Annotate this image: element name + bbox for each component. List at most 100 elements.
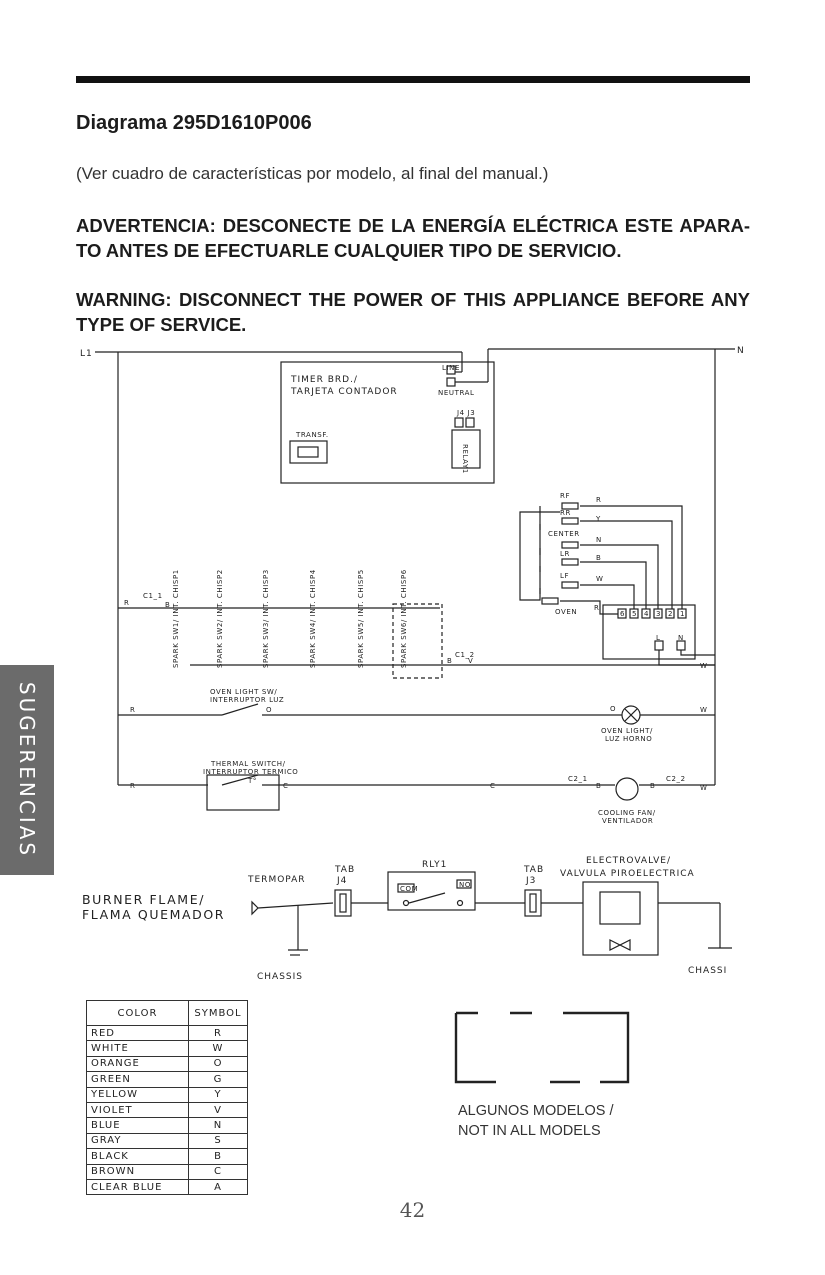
legend-color: BLUE <box>86 1117 189 1134</box>
cooling-fan-es-label: VENTILADOR <box>602 817 653 825</box>
block-number: 2 <box>668 610 673 618</box>
models-note: ALGUNOS MODELOS / NOT IN ALL MODELS <box>458 1101 614 1141</box>
c2-2-label: C2_2 <box>666 775 686 783</box>
legend-symbol: G <box>188 1071 248 1088</box>
wire-label: O <box>610 705 616 713</box>
tab-j4-id: J4 <box>336 876 347 886</box>
side-tab: SUGERENCIAS <box>0 665 54 875</box>
relay-label: RELAY1 <box>461 444 469 474</box>
burner-lf-label: LF <box>560 572 569 580</box>
legend-color: WHITE <box>86 1040 189 1057</box>
electrovalve-label: ELECTROVALVE/ <box>586 856 671 866</box>
termopar-label: TERMOPAR <box>247 875 306 885</box>
wire-label: C <box>490 782 496 790</box>
legend-color: BLACK <box>86 1148 189 1165</box>
block-number: 6 <box>620 610 625 618</box>
schematic-labels: L1 N TIMER BRD./ TARJETA CONTADOR LINE N… <box>80 346 745 825</box>
models-note-line1: ALGUNOS MODELOS / <box>458 1103 614 1119</box>
spark-switch-label: SPARK SW6/ INT. CHISP6 <box>400 569 408 668</box>
oven-light-es-label: LUZ HORNO <box>605 735 652 743</box>
legend-symbol: A <box>188 1178 248 1196</box>
line-label: LINE <box>442 364 460 372</box>
oven-light-sw-label: OVEN LIGHT SW/ <box>210 688 277 696</box>
spark-switch-label: SPARK SW2/ INT. CHISP2 <box>216 569 224 668</box>
tab-j3-id: J3 <box>525 876 536 886</box>
legend-color: GRAY <box>86 1132 189 1150</box>
legend-header-color: COLOR <box>86 1000 189 1026</box>
legend-color: ORANGE <box>86 1055 189 1073</box>
wire-label: O <box>266 706 272 714</box>
legend-symbol: N <box>188 1117 248 1134</box>
electrovalve-es-label: VALVULA PIROELECTRICA <box>560 869 695 879</box>
page-number: 42 <box>399 1198 426 1222</box>
n-label: N <box>737 346 745 356</box>
burner-rr-label: RR <box>560 509 571 517</box>
legend-color: VIOLET <box>86 1101 189 1119</box>
oven-light-sw-es-label: INTERRUPTOR LUZ <box>210 696 284 704</box>
burner-wire-label: N <box>596 536 602 544</box>
burner-rf-label: RF <box>560 492 570 500</box>
no-label: NO <box>459 881 471 889</box>
spark-switch-label: SPARK SW4/ INT. CHISP4 <box>309 569 317 668</box>
wire-label: R <box>130 782 135 790</box>
j4-j3-label: J4 J3 <box>456 409 475 417</box>
c1-2-label: C1_2 <box>455 651 475 659</box>
c1-1-label: C1_1 <box>143 592 163 600</box>
block-number: 3 <box>656 610 661 618</box>
transf-label: TRANSF. <box>295 431 329 439</box>
models-note-line2: NOT IN ALL MODELS <box>458 1123 601 1139</box>
legend-color: YELLOW <box>86 1086 189 1103</box>
legend-symbol: C <box>188 1163 248 1180</box>
burner-center-label: CENTER <box>548 530 580 538</box>
legend-symbol: Y <box>188 1086 248 1103</box>
legend-symbol: V <box>188 1101 248 1119</box>
spark-switch-label: SPARK SW5/ INT. CHISP5 <box>357 569 365 668</box>
burner-flame-es-label: FLAMA QUEMADOR <box>82 907 225 922</box>
burner-wire-label: Y <box>595 515 601 523</box>
burner-wire-label: B <box>596 554 601 562</box>
spark-switch-label: SPARK SW1/ INT. CHISP1 <box>172 569 180 668</box>
block-l-label: L <box>656 634 661 642</box>
rly1-label: RLY1 <box>422 860 447 870</box>
legend-header-symbol: SYMBOL <box>188 1000 248 1026</box>
wire-label: C <box>283 782 289 790</box>
wire-label: R <box>124 599 129 607</box>
burner-flame-label: BURNER FLAME/ <box>82 892 205 907</box>
legend-color: BROWN <box>86 1163 189 1180</box>
legend-symbol: O <box>188 1055 248 1073</box>
chassis-right-label: CHASSI <box>688 966 727 976</box>
warning-spanish: ADVERTENCIA: DESCONECTE DE LA ENERGÍA EL… <box>76 215 750 261</box>
wire-label: R <box>130 706 135 714</box>
thermal-switch-label: THERMAL SWITCH/ <box>210 760 286 768</box>
page-subtitle: (Ver cuadro de características por model… <box>76 164 549 183</box>
c2-1-label: C2_1 <box>568 775 588 783</box>
timer-board-label: TIMER BRD./ <box>290 375 358 385</box>
legend-color: CLEAR BLUE <box>86 1178 189 1196</box>
burner-lr-label: LR <box>560 550 570 558</box>
block-number: 1 <box>680 610 685 618</box>
burner-wire-label: W <box>596 575 604 583</box>
wire-label: W <box>700 784 708 792</box>
neutral-label: NEUTRAL <box>438 389 475 397</box>
wire-label: W <box>700 662 708 670</box>
block-number: 4 <box>644 610 649 618</box>
legend-color: GREEN <box>86 1071 189 1088</box>
legend-symbol: B <box>188 1148 248 1165</box>
l1-label: L1 <box>80 349 93 359</box>
spark-switch-label: SPARK SW3/ INT. CHISP3 <box>262 569 270 668</box>
wire-label: V <box>468 657 473 665</box>
block-number: 5 <box>632 610 637 618</box>
tab-j4-label: TAB <box>334 865 355 875</box>
com-label: COM <box>400 885 418 893</box>
legend-color: RED <box>86 1024 189 1042</box>
